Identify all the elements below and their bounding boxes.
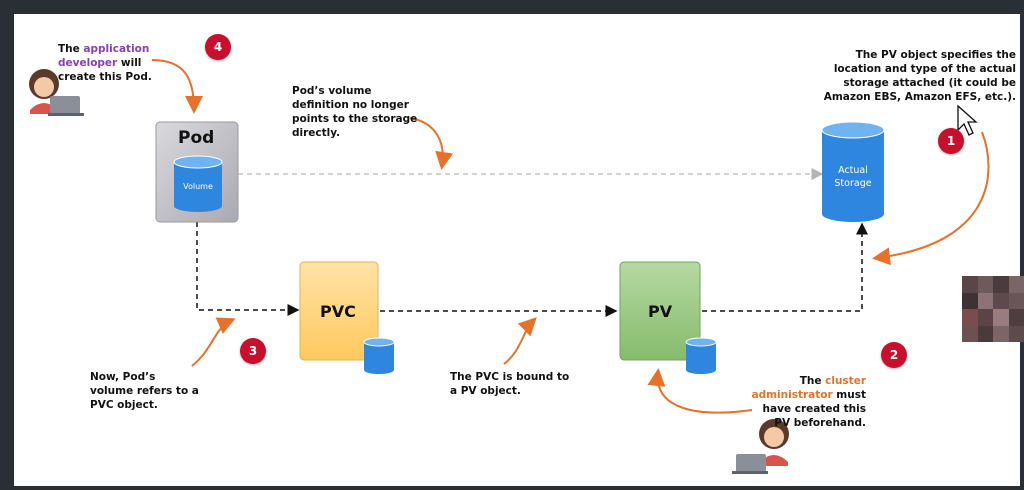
admin-note: The cluster administrator must have crea… [750, 374, 866, 430]
step-badge-2: 2 [881, 342, 907, 368]
arrow-admin-to-pv [647, 368, 753, 414]
arrow-bound-to-link [503, 317, 537, 365]
step-badge-3: 3 [240, 338, 266, 364]
bound-note: The PVC is bound to a PV object. [450, 371, 570, 397]
storage-label-line1: Actual [838, 165, 868, 176]
pv-cylinder-icon [685, 337, 717, 374]
step-badge-4: 4 [205, 34, 231, 60]
arrow-pvnote-to-storage [872, 131, 990, 266]
pod-volume-label: Volume [183, 182, 213, 191]
developer-avatar-icon [29, 69, 84, 116]
refers-note: Now, Pod’s volume refers to a PVC object… [90, 371, 199, 411]
pv-object-note: The PV object specifies the location and… [823, 49, 1016, 103]
arrow-note-to-link [409, 117, 454, 170]
pod-to-pvc-connector [196, 222, 300, 316]
administrator-avatar-icon [732, 419, 789, 474]
developer-note: The application developer will create th… [58, 42, 158, 84]
developer-note-highlight: application developer [58, 43, 150, 69]
admin-note-post: must have created this PV beforehand. [762, 389, 866, 429]
storage-label-line2: Storage [834, 178, 872, 189]
arrow-developer-to-pod [151, 59, 203, 114]
developer-note-pre: The [58, 43, 84, 55]
admin-note-pre: The [799, 375, 826, 387]
pv-title: PV [648, 302, 673, 321]
admin-note-highlight: cluster administrator [751, 375, 866, 401]
pvc-cylinder-icon [363, 337, 395, 374]
arrow-refers-to-link [191, 317, 236, 367]
diagram-canvas [29, 59, 990, 474]
actual-storage-cylinder [821, 121, 885, 222]
diagram-slide: Pod Volume PVC PV Actual Storage 4 1 3 2… [14, 14, 1020, 486]
mouse-cursor-icon [957, 104, 978, 136]
storage-label: Actual Storage [822, 164, 884, 190]
pv-to-storage-connector [702, 222, 868, 312]
pod-volume-cylinder [173, 155, 223, 212]
pv-box [619, 261, 701, 361]
developer-note-post: will create this Pod. [58, 57, 152, 83]
step-badge-1: 1 [938, 128, 964, 154]
pvc-title: PVC [320, 302, 356, 321]
pvc-box [299, 261, 379, 361]
volume-definition-note: Pod’s volume definition no longer points… [292, 85, 418, 139]
pod-title: Pod [178, 128, 215, 148]
pixelated-overlay [962, 276, 1024, 342]
